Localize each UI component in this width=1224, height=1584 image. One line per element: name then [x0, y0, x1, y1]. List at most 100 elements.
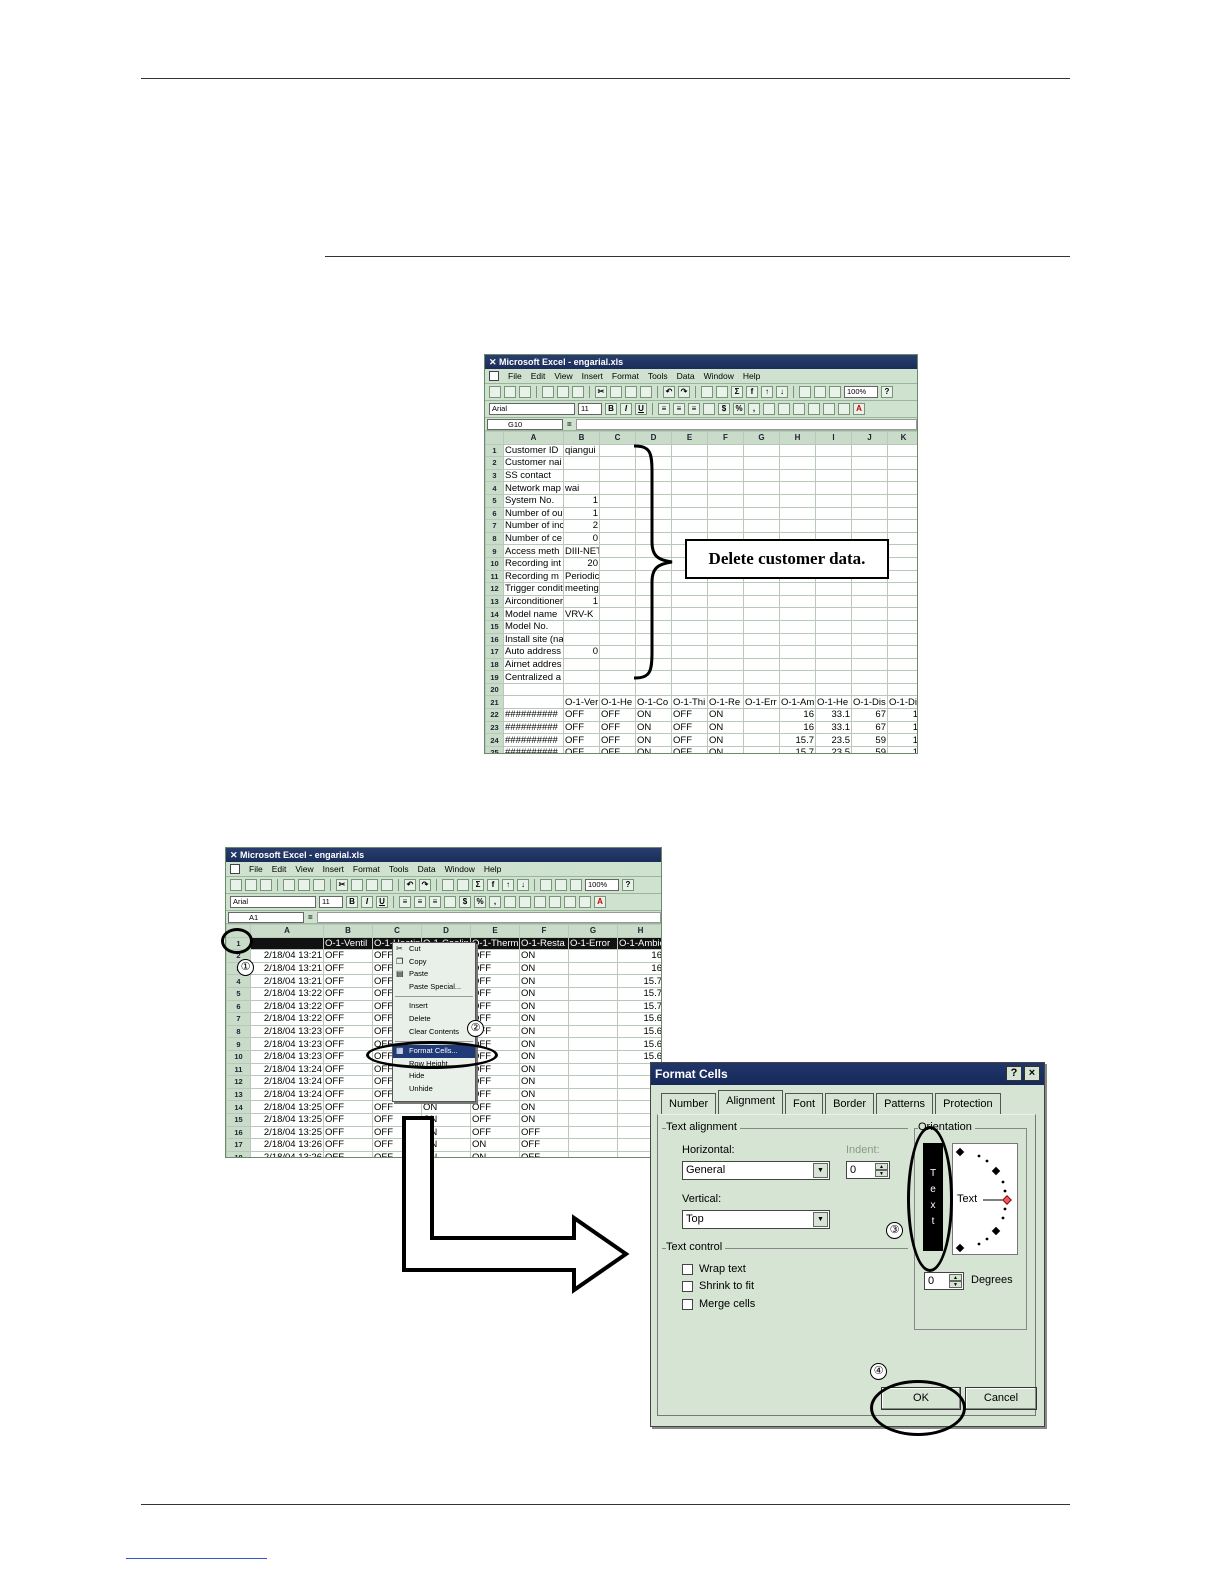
cell[interactable] [707, 456, 744, 470]
italic-icon[interactable]: I [361, 896, 373, 908]
tab-alignment[interactable]: Alignment [718, 1090, 784, 1114]
row-header[interactable]: 17 [226, 1138, 251, 1152]
cell[interactable] [779, 506, 816, 521]
sort-descending-icon[interactable]: ↓ [776, 386, 788, 398]
save-icon[interactable] [260, 879, 272, 891]
cell[interactable]: ON [519, 999, 569, 1014]
cell[interactable] [779, 632, 816, 647]
cell[interactable] [568, 949, 618, 963]
column-header-j[interactable]: J [851, 431, 888, 445]
cell[interactable] [851, 582, 888, 596]
menu-edit[interactable]: Edit [530, 371, 546, 381]
bold-icon[interactable]: B [605, 403, 617, 415]
checkbox-box[interactable] [682, 1280, 693, 1292]
cell[interactable]: 23.5 [815, 733, 852, 747]
italic-icon[interactable]: I [620, 403, 632, 415]
fill-color-icon[interactable] [579, 896, 591, 908]
cell[interactable]: OFF [323, 1138, 373, 1152]
vertical-select[interactable]: Top ▼ [682, 1210, 830, 1229]
column-header-a[interactable]: A [250, 924, 324, 938]
row-header[interactable]: 3 [485, 468, 504, 483]
cell[interactable]: O-1-Ventil [323, 936, 373, 951]
underline-icon[interactable]: U [376, 896, 388, 908]
cell[interactable]: OFF [323, 1049, 373, 1064]
row-header[interactable]: 19 [485, 670, 504, 684]
cell[interactable]: 59 [851, 733, 888, 747]
name-box[interactable]: A1 [228, 911, 304, 923]
paste-icon[interactable] [625, 386, 637, 398]
menu-edit[interactable]: Edit [271, 864, 287, 874]
chart-wizard-icon[interactable] [540, 879, 552, 891]
menu-item-paste[interactable]: ▤Paste [393, 968, 475, 981]
merge-cells-checkbox[interactable]: Merge cells [682, 1298, 755, 1310]
cell[interactable] [779, 645, 816, 659]
cell[interactable] [851, 443, 888, 458]
shrink-to-fit-checkbox[interactable]: Shrink to fit [682, 1280, 754, 1292]
cell[interactable]: OFF [470, 974, 520, 988]
cell[interactable]: OFF [563, 720, 600, 735]
menu-data[interactable]: Data [417, 864, 436, 874]
column-header-b[interactable]: B [563, 431, 600, 445]
cell[interactable] [743, 645, 780, 659]
cell-b[interactable] [563, 682, 600, 697]
sort-ascending-icon[interactable]: ↑ [502, 879, 514, 891]
cell[interactable]: ########## [503, 745, 564, 753]
cell[interactable] [779, 682, 816, 697]
cell[interactable]: ON [635, 720, 672, 735]
cell[interactable]: 1 [887, 720, 917, 735]
font-size-select[interactable]: 11 [578, 403, 602, 415]
cell[interactable]: 2/18/04 13:23 [250, 1024, 324, 1039]
cell[interactable]: O-1-He [599, 695, 636, 710]
cell[interactable] [568, 1024, 618, 1039]
cell[interactable]: OFF [470, 1075, 520, 1089]
cell-a[interactable]: Access meth [503, 544, 564, 558]
cell[interactable] [635, 682, 672, 697]
equals-icon[interactable]: = [567, 419, 572, 429]
cell[interactable]: 33.1 [815, 708, 852, 722]
row-header[interactable]: 4 [226, 974, 251, 988]
cell-b[interactable] [563, 619, 600, 634]
cell[interactable] [779, 594, 816, 609]
print-icon[interactable] [542, 386, 554, 398]
menu-item-paste-special[interactable]: Paste Special... [393, 981, 475, 994]
cell[interactable] [887, 645, 917, 659]
percent-icon[interactable]: % [474, 896, 486, 908]
cell[interactable]: ON [519, 1037, 569, 1051]
cell-a[interactable]: Centralized a [503, 670, 564, 684]
chart-wizard-icon[interactable] [799, 386, 811, 398]
cell[interactable] [779, 481, 816, 495]
menu-tools[interactable]: Tools [647, 371, 668, 381]
cell[interactable]: OFF [470, 949, 520, 963]
cell[interactable] [851, 645, 888, 659]
row-header[interactable]: 21 [485, 695, 504, 710]
cell[interactable] [707, 443, 744, 458]
cell[interactable] [568, 1075, 618, 1089]
wrap-text-checkbox[interactable]: Wrap text [682, 1263, 746, 1275]
menu-file[interactable]: File [249, 864, 263, 874]
cell[interactable] [743, 493, 780, 508]
cell[interactable] [815, 594, 852, 609]
cell[interactable]: OFF [671, 708, 708, 722]
cell-a[interactable]: Airnet addres [503, 657, 564, 672]
cell[interactable]: O-1-Re [707, 695, 744, 710]
zoom-select[interactable]: 100% [585, 879, 619, 891]
column-header-d[interactable]: D [421, 924, 471, 938]
cell[interactable]: OFF [671, 745, 708, 753]
cell-b[interactable] [563, 468, 600, 483]
cell[interactable]: OFF [323, 949, 373, 963]
checkbox-box[interactable] [682, 1263, 693, 1275]
map-icon[interactable] [555, 879, 567, 891]
cell[interactable] [568, 1049, 618, 1064]
cell-b[interactable]: 1 [563, 506, 600, 521]
horizontal-select[interactable]: General ▼ [682, 1161, 830, 1180]
tab-number[interactable]: Number [661, 1093, 717, 1114]
spelling-icon[interactable] [572, 386, 584, 398]
cell[interactable]: ON [519, 1012, 569, 1026]
cell[interactable]: ON [519, 1087, 569, 1102]
cell[interactable] [851, 632, 888, 647]
cell-b[interactable]: 0 [563, 531, 600, 546]
format-painter-icon[interactable] [381, 879, 393, 891]
menu-format[interactable]: Format [352, 864, 380, 874]
cell[interactable] [815, 645, 852, 659]
decrease-decimal-icon[interactable] [778, 403, 790, 415]
